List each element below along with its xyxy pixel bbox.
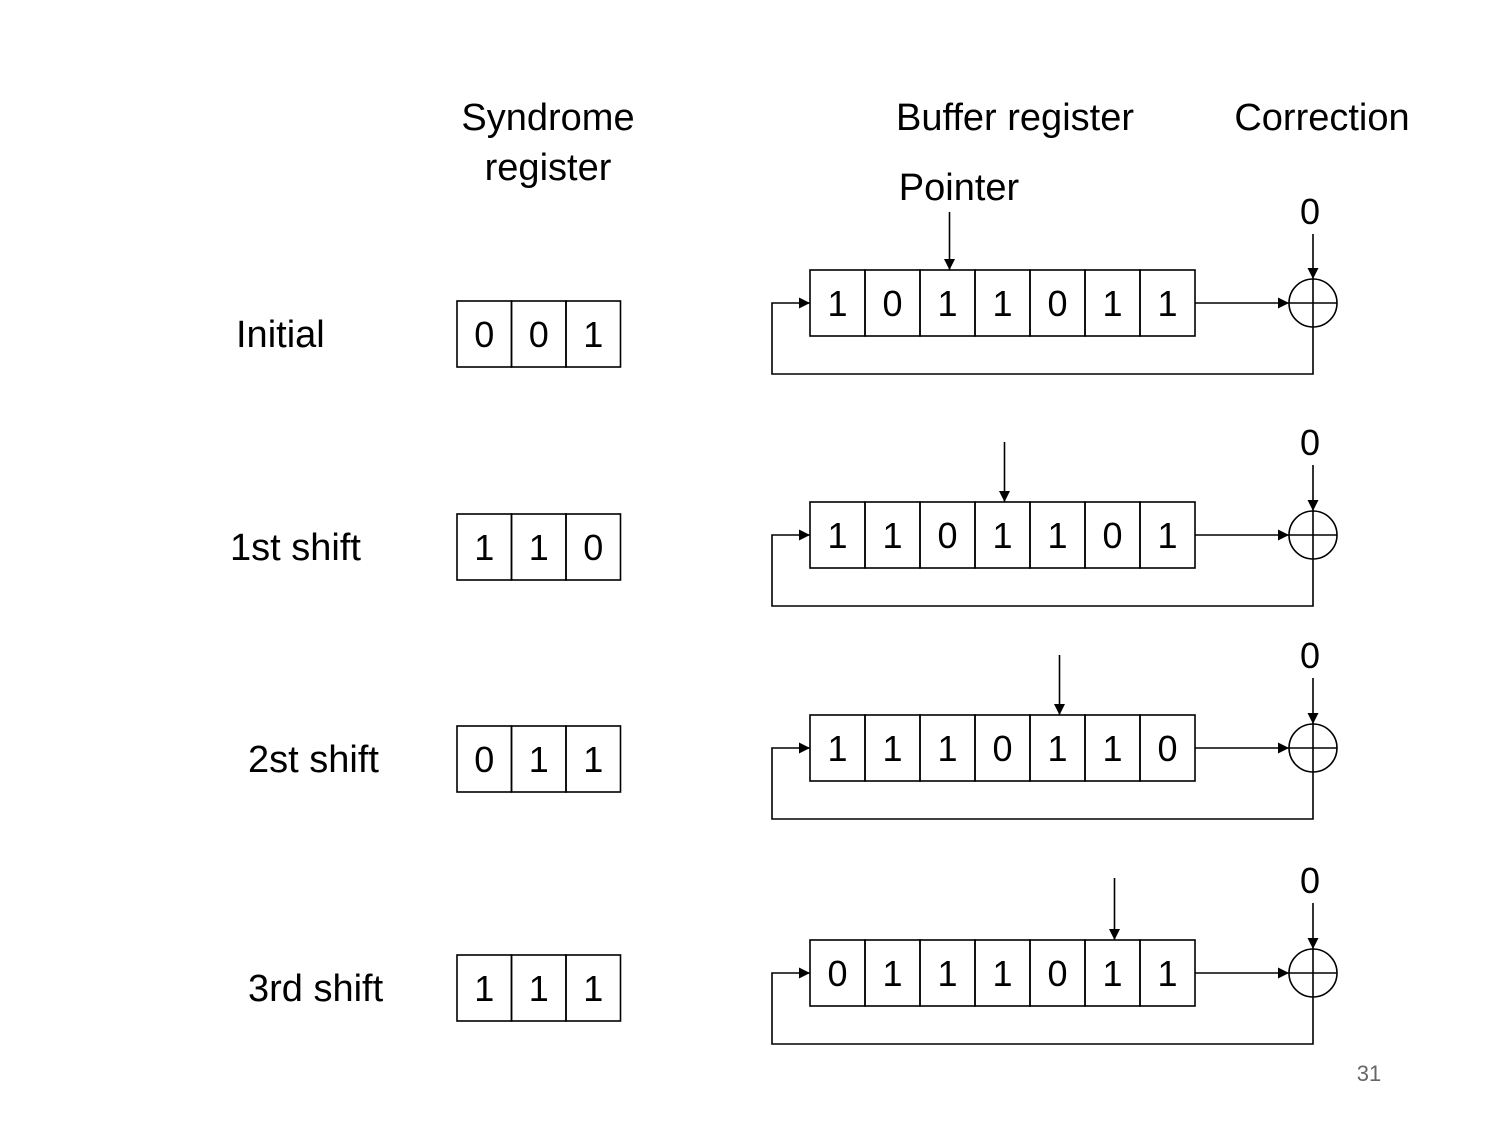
syndrome-bit: 1 — [583, 314, 603, 355]
buffer-bit: 1 — [937, 953, 957, 994]
row-label: Initial — [236, 314, 325, 356]
syndrome-bit: 0 — [529, 314, 549, 355]
buffer-bit: 1 — [1047, 515, 1067, 556]
feedback-loop — [771, 297, 1314, 375]
syndrome-bit: 1 — [529, 968, 549, 1009]
syndrome-bit: 1 — [583, 739, 603, 780]
syndrome-cell — [565, 725, 622, 793]
syndrome-bit: 1 — [583, 968, 603, 1009]
syndrome-cell — [565, 954, 622, 1022]
buffer-bit: 0 — [1047, 953, 1067, 994]
row-label: 3rd shift — [248, 968, 384, 1010]
buffer-bit: 1 — [882, 953, 902, 994]
buffer-bit: 0 — [882, 283, 902, 324]
syndrome-bit: 0 — [474, 739, 494, 780]
buffer-bit: 1 — [1157, 953, 1177, 994]
syndrome-bit: 1 — [474, 527, 494, 568]
buffer-bit: 1 — [827, 283, 847, 324]
page-number: 31 — [1357, 1061, 1381, 1086]
syndrome-bit: 0 — [583, 527, 603, 568]
feedback-loop — [771, 967, 1314, 1045]
row-label: 1st shift — [230, 527, 361, 569]
syndrome-header-line-2: register — [485, 147, 612, 189]
correction-value: 0 — [1300, 422, 1320, 463]
buffer-bit: 0 — [1047, 283, 1067, 324]
buffer-bit: 0 — [937, 515, 957, 556]
correction-value: 0 — [1300, 635, 1320, 676]
syndrome-bit: 0 — [474, 314, 494, 355]
buffer-bit: 0 — [1157, 728, 1177, 769]
buffer-bit: 1 — [1102, 283, 1122, 324]
syndrome-bit: 1 — [529, 527, 549, 568]
syndrome-cell — [565, 513, 622, 581]
pointer-label: Pointer — [899, 167, 1020, 209]
row-label: 2st shift — [248, 739, 379, 781]
buffer-bit: 1 — [1047, 728, 1067, 769]
correction-header: Correction — [1234, 97, 1409, 139]
syndrome-bit: 1 — [529, 739, 549, 780]
buffer-bit: 1 — [992, 515, 1012, 556]
buffer-bit: 0 — [992, 728, 1012, 769]
buffer-bit: 1 — [992, 953, 1012, 994]
buffer-bit: 1 — [1157, 283, 1177, 324]
correction-value: 0 — [1300, 191, 1320, 232]
buffer-bit: 0 — [1102, 515, 1122, 556]
buffer-bit: 1 — [882, 515, 902, 556]
buffer-bit: 1 — [937, 283, 957, 324]
buffer-bit: 0 — [827, 953, 847, 994]
buffer-bit: 1 — [1157, 515, 1177, 556]
syndrome-header-line-1: Syndrome — [461, 97, 634, 139]
buffer-bit: 1 — [882, 728, 902, 769]
correction-value: 0 — [1300, 860, 1320, 901]
syndrome-bit: 1 — [474, 968, 494, 1009]
buffer-bit: 1 — [827, 728, 847, 769]
buffer-bit: 1 — [1102, 728, 1122, 769]
buffer-header: Buffer register — [896, 97, 1134, 139]
buffer-bit: 1 — [1102, 953, 1122, 994]
feedback-loop — [771, 742, 1314, 820]
buffer-bit: 1 — [992, 283, 1012, 324]
feedback-loop — [771, 529, 1314, 607]
buffer-bit: 1 — [937, 728, 957, 769]
syndrome-cell — [565, 300, 622, 368]
buffer-bit: 1 — [827, 515, 847, 556]
